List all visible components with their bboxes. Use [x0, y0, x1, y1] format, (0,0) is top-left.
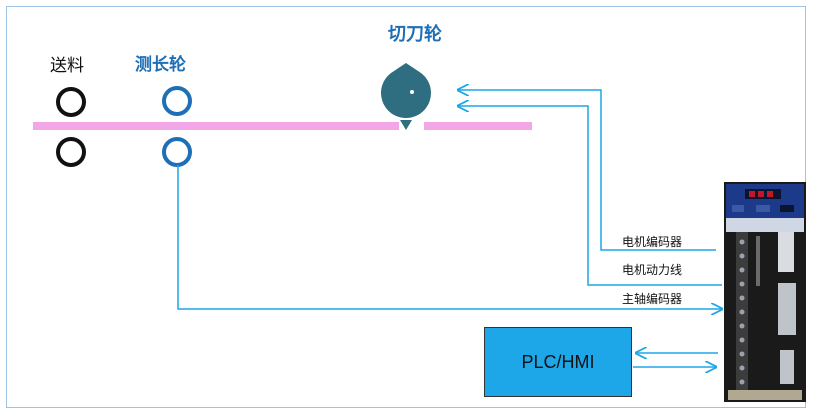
cutter-wheel-label: 切刀轮	[388, 24, 442, 45]
motor-encoder-label: 电机编码器	[622, 235, 683, 249]
plc-hmi-box: PLC/HMI	[484, 327, 632, 397]
feed-roller-top	[56, 87, 86, 117]
motor-power-label: 电机动力线	[622, 263, 683, 277]
spindle-encoder-label: 主轴编码器	[622, 292, 683, 306]
material-strip-right	[424, 122, 532, 130]
feed-roller-bottom	[56, 137, 86, 167]
measure-wheel-top	[162, 86, 192, 116]
wire-motor-power	[458, 106, 722, 286]
material-strip-left	[33, 122, 399, 130]
wire-spindle-encoder	[177, 165, 722, 309]
measure-wheel-bottom	[162, 137, 192, 167]
feed-roller-label: 送料	[50, 56, 84, 76]
measure-wheel-label: 测长轮	[135, 55, 186, 75]
servo-drive	[724, 182, 806, 402]
cutter-wheel	[381, 63, 431, 130]
plc-hmi-label: PLC/HMI	[521, 351, 595, 372]
wire-motor-encoder	[458, 90, 716, 251]
